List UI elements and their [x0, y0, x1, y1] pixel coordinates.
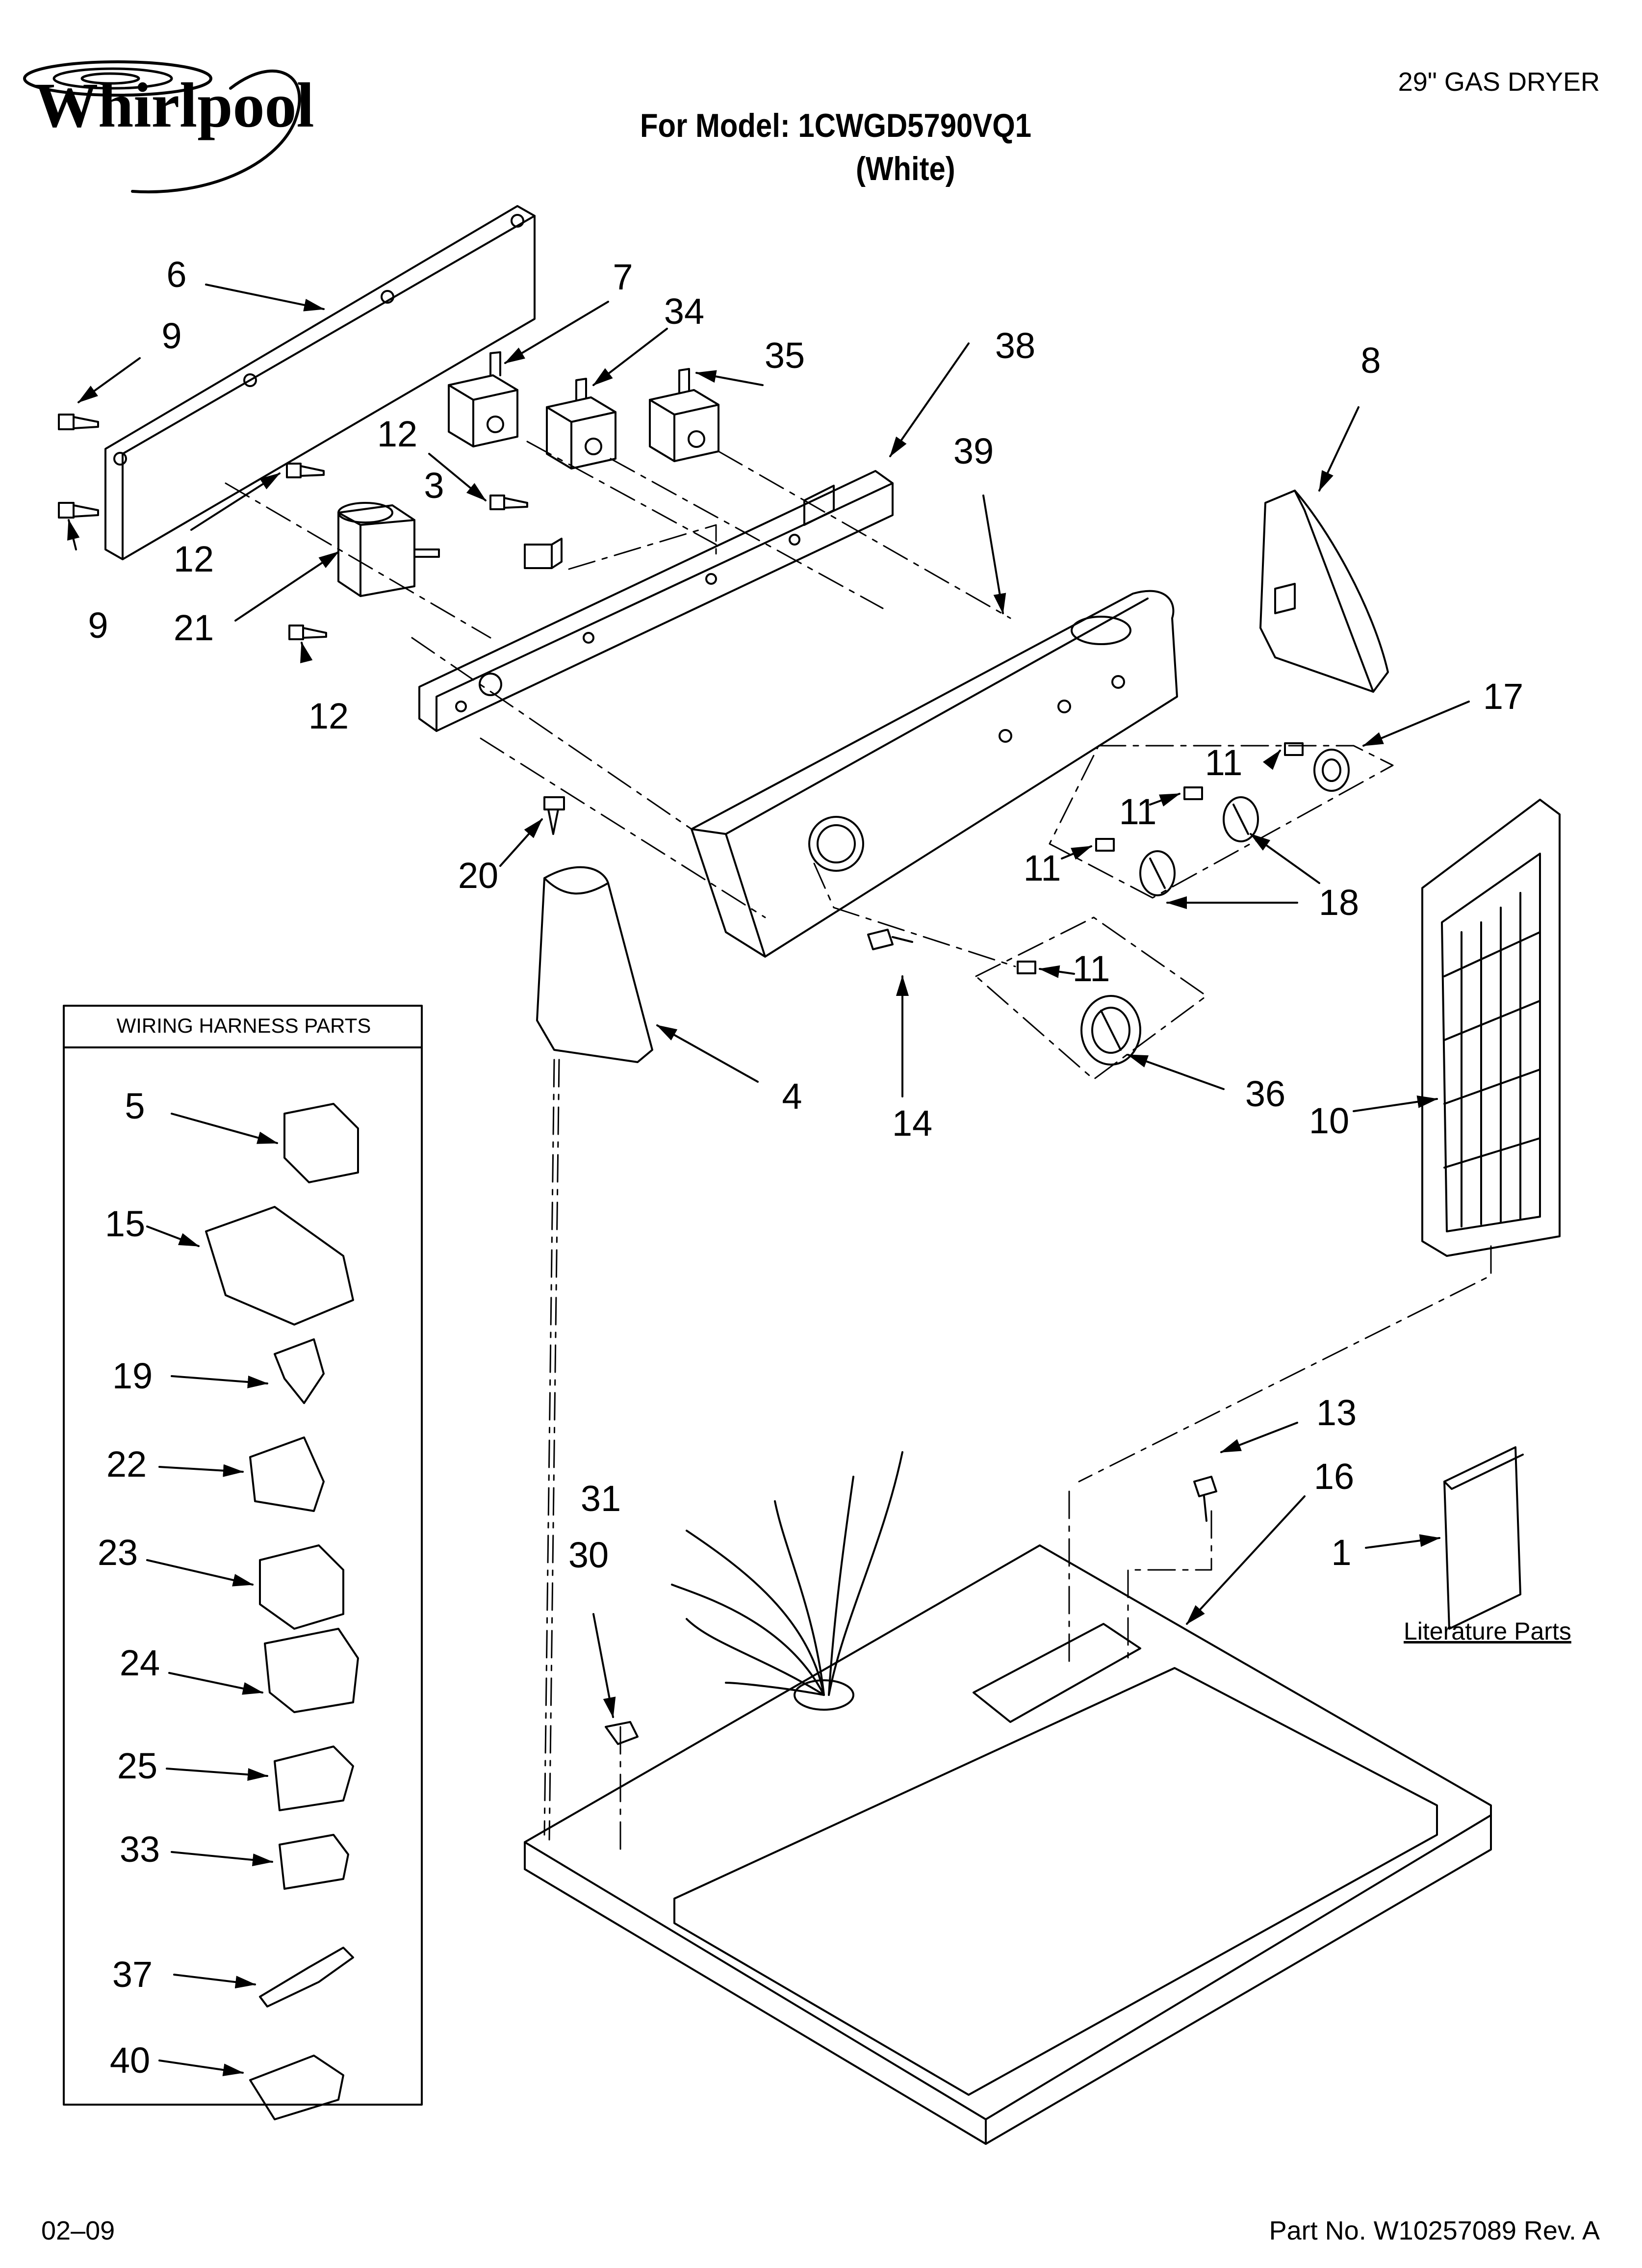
part-34-switch: [547, 379, 616, 469]
wiring-harness-parts-box: [64, 1006, 422, 2119]
part-11-knob-insert: [1018, 743, 1303, 973]
part-14-screw: [868, 930, 912, 949]
callout-15: 15: [104, 1203, 146, 1244]
callout-35: 35: [764, 335, 805, 376]
callout-9-top: 9: [161, 315, 182, 356]
callout-12-bottom: 12: [308, 696, 349, 736]
callout-11-b: 11: [1119, 791, 1157, 832]
part-5-connector: [284, 1104, 358, 1182]
callout-11-a: 11: [1205, 742, 1243, 783]
revision-date: 02–09: [41, 2216, 115, 2245]
part-3-switch: [525, 539, 562, 568]
callout-10: 10: [1308, 1100, 1350, 1141]
callout-16: 16: [1313, 1456, 1355, 1497]
callout-25: 25: [117, 1746, 158, 1786]
brand-logo-text: Whirlpool: [34, 70, 314, 141]
callout-23: 23: [97, 1532, 138, 1573]
callout-6: 6: [166, 254, 187, 295]
part-36-knob: [1081, 996, 1140, 1065]
part-40-connector: [250, 2056, 343, 2119]
callout-7: 7: [613, 257, 633, 297]
part-9-screw-bottom: [59, 503, 98, 518]
callout-18: 18: [1318, 882, 1360, 923]
part-10-lint-screen: [1422, 800, 1560, 1256]
part-25-connector: [275, 1747, 353, 1810]
callout-30: 30: [568, 1535, 609, 1575]
callout-38: 38: [995, 325, 1036, 366]
product-type: 29" GAS DRYER: [1398, 67, 1600, 97]
part-15-connector: [206, 1207, 353, 1325]
part-23-connector: [260, 1545, 343, 1629]
part-38-control-bracket: [419, 471, 893, 731]
part-39-console: [692, 591, 1177, 957]
callout-9-bottom: 9: [88, 605, 108, 646]
part-18-knob: [1140, 797, 1258, 895]
callout-1: 1: [1331, 1532, 1352, 1573]
callout-36: 36: [1245, 1073, 1286, 1114]
part-22-connector: [250, 1437, 324, 1511]
callout-24: 24: [119, 1642, 160, 1683]
whirlpool-logo-swirl: [25, 62, 300, 192]
literature-parts-label: Literature Parts: [1404, 1617, 1571, 1645]
callout-12-right: 12: [377, 414, 418, 454]
part-8-endcap: [1260, 491, 1388, 692]
callout-3: 3: [424, 465, 444, 506]
part-30-clip: [606, 1722, 638, 1744]
assembly-lines: [226, 442, 1491, 1854]
part-6-rear-panel: [105, 206, 535, 559]
part-24-connector: [265, 1629, 358, 1712]
callout-39: 39: [953, 431, 994, 471]
callout-21: 21: [173, 607, 214, 648]
part-33-connector: [280, 1835, 348, 1889]
callout-33: 33: [119, 1829, 160, 1870]
callout-4: 4: [782, 1076, 802, 1117]
callout-14: 14: [892, 1103, 933, 1144]
callout-20: 20: [458, 855, 499, 896]
part-35-switch: [650, 369, 718, 461]
callout-leader-lines: [67, 285, 1469, 2077]
callout-40: 40: [109, 2040, 151, 2081]
model-color: (White): [856, 150, 955, 187]
part-13-screw: [1194, 1477, 1216, 1521]
callout-22: 22: [106, 1444, 147, 1485]
part-21-timer: [338, 503, 439, 596]
part-37-terminal: [260, 1948, 353, 2007]
callout-13: 13: [1316, 1392, 1357, 1433]
model-number: For Model: 1CWGD5790VQ1: [640, 107, 1032, 144]
callout-11-d: 11: [1072, 948, 1110, 989]
part-4-endcap: [537, 867, 652, 1062]
callout-19: 19: [112, 1356, 153, 1396]
harness-box-title: WIRING HARNESS PARTS: [116, 1014, 371, 1037]
callout-5: 5: [125, 1086, 145, 1126]
part-20-screw: [544, 797, 564, 834]
callout-17: 17: [1483, 676, 1524, 717]
callout-12-left: 12: [173, 539, 214, 579]
part-7-switch: [449, 352, 517, 446]
part-17-knob: [1314, 750, 1349, 791]
callout-34: 34: [664, 291, 705, 332]
part-31-wiring-harness: [672, 1452, 902, 1695]
part-number: Part No. W10257089 Rev. A: [1269, 2216, 1600, 2245]
callout-37: 37: [112, 1954, 153, 1995]
part-16-top-panel: [525, 1545, 1491, 2144]
callout-8: 8: [1360, 340, 1381, 381]
callout-11-c: 11: [1023, 848, 1061, 888]
part-19-clip: [275, 1339, 324, 1403]
part-9-screw-top: [59, 415, 98, 429]
callout-31: 31: [580, 1478, 621, 1519]
part-1-literature-pack: [1444, 1447, 1523, 1629]
part-12-screw: [287, 464, 527, 639]
